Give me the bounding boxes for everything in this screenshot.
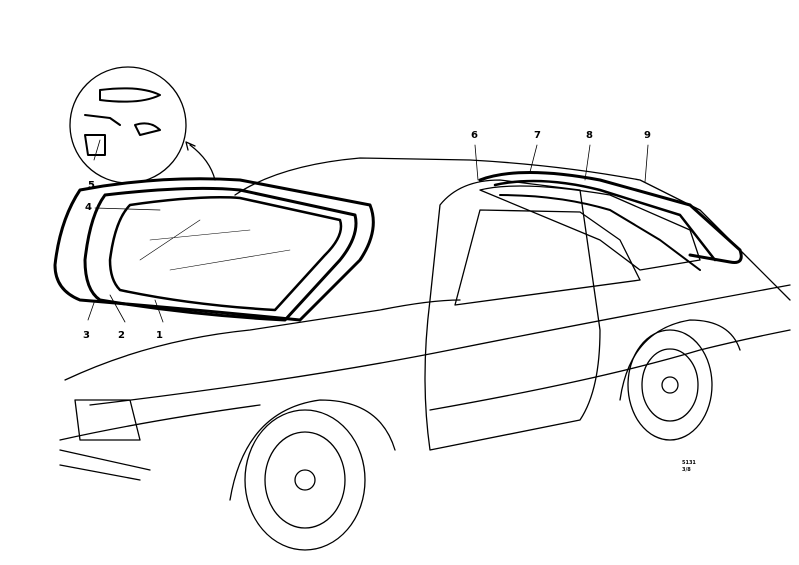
callout-4: 4 [85, 202, 92, 213]
diagram-code: 5131 3/8 [682, 460, 696, 474]
callout-3: 3 [83, 330, 90, 341]
front-wheel [244, 409, 366, 551]
rear-wheel [627, 329, 713, 441]
callout-2: 2 [118, 330, 125, 341]
windscreen-seal-outer [53, 177, 375, 322]
callout-1: 1 [156, 330, 163, 341]
code-line-1: 5131 [682, 460, 696, 466]
callout-6: 6 [471, 130, 478, 141]
callout-9: 9 [644, 130, 651, 141]
headlight [74, 399, 141, 441]
windscreen-glass [108, 196, 343, 312]
callout-7: 7 [534, 130, 541, 141]
hood-outline [64, 299, 461, 381]
body-side-line [89, 284, 791, 406]
rear-window-seal-inner [493, 179, 717, 262]
detail-circle [69, 66, 187, 184]
side-window [454, 209, 641, 306]
rear-window-seal-outer [478, 171, 743, 264]
rocker-line [429, 329, 791, 411]
windscreen-seal-middle [83, 186, 358, 322]
callout-5: 5 [88, 180, 95, 191]
detail-arrow [185, 141, 216, 181]
code-line-2: 3/8 [682, 467, 691, 473]
door-outline [424, 179, 601, 451]
body-lower-line [59, 404, 261, 441]
roof-outline [234, 157, 791, 301]
callout-8: 8 [586, 130, 593, 141]
